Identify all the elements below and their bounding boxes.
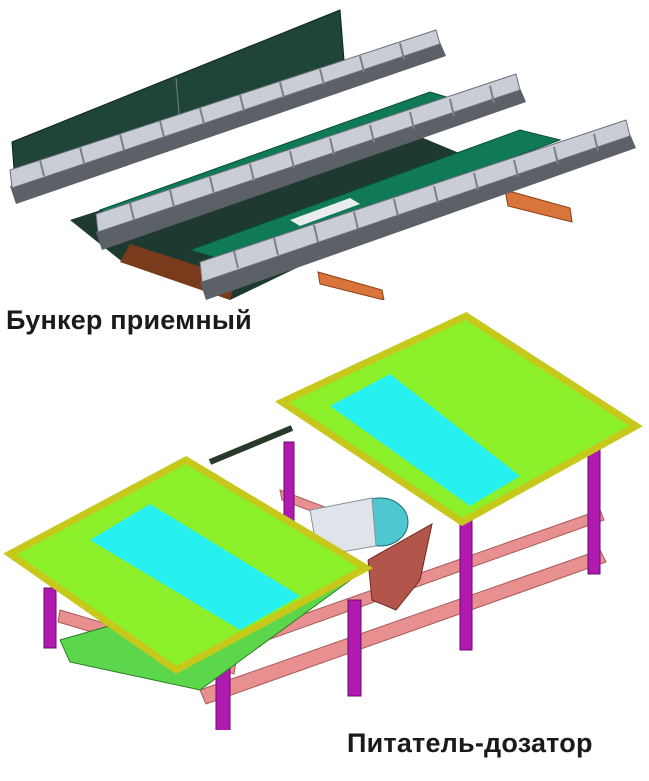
conveyor-3 bbox=[199, 119, 636, 300]
conveyor-1 bbox=[9, 29, 446, 204]
hopper-left bbox=[3, 455, 374, 675]
gearbox-icon bbox=[367, 523, 433, 611]
hopper-illustration bbox=[9, 9, 636, 300]
support-beam-bottom bbox=[317, 271, 385, 300]
feeder-illustration bbox=[3, 312, 643, 730]
hopper-caption: Бункер приемный bbox=[6, 305, 252, 335]
conveyor-2 bbox=[95, 73, 526, 250]
feeder-caption: Питатель-дозатор bbox=[347, 728, 593, 758]
hopper-underside bbox=[70, 120, 500, 300]
support-beam-right bbox=[504, 189, 573, 223]
hopper-right bbox=[274, 312, 643, 527]
